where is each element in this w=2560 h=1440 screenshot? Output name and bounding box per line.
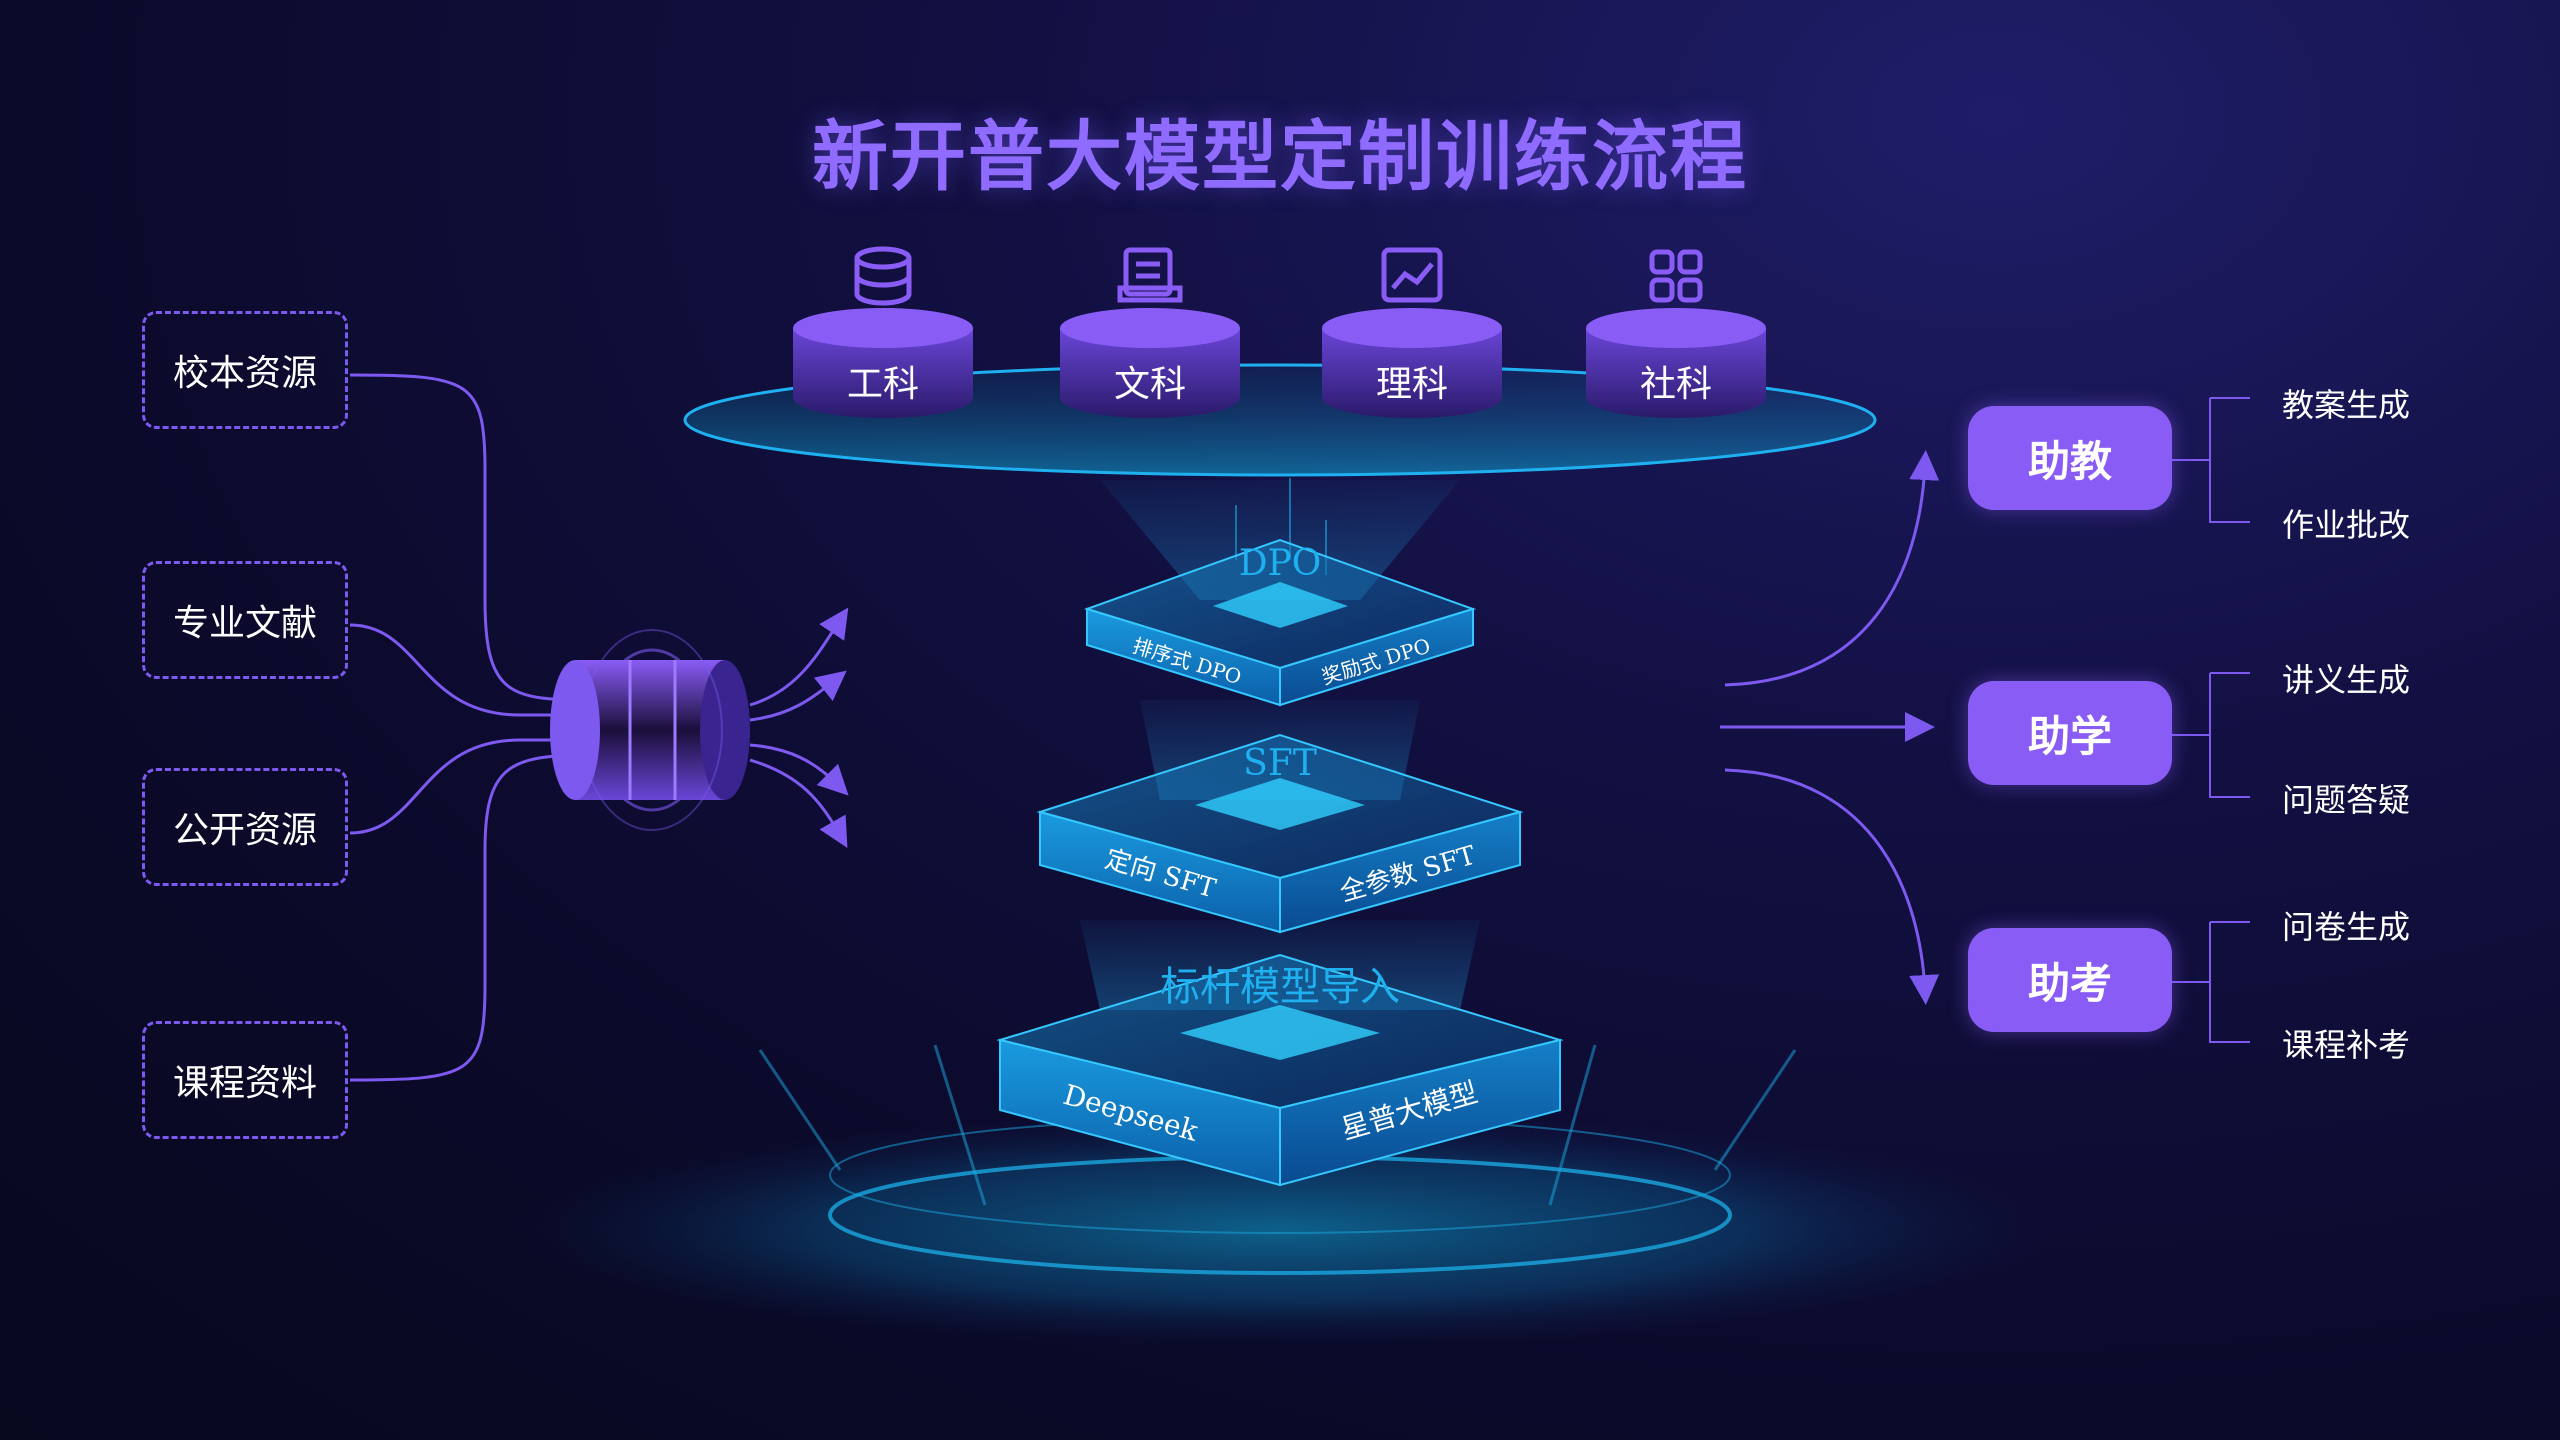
subject-cylinder-1 xyxy=(793,308,973,418)
output-item: 课程补考 xyxy=(2282,1027,2411,1063)
source-label: 专业文献 xyxy=(172,603,317,644)
source-box-public: 公开资源 xyxy=(142,768,348,886)
chart-icon xyxy=(1381,247,1443,303)
source-connector-2 xyxy=(349,623,590,717)
subject-cylinder-3 xyxy=(1322,308,1502,418)
source-box-literature: 专业文献 xyxy=(142,561,348,679)
source-connector-3 xyxy=(349,738,590,835)
light-ray xyxy=(933,1044,987,1206)
bracket-3 xyxy=(2172,921,2250,1043)
grid-icon xyxy=(1649,249,1703,303)
output-item: 问题答疑 xyxy=(2282,782,2411,818)
output-item: 讲义生成 xyxy=(2282,662,2411,698)
source-connector-1 xyxy=(349,373,591,702)
top-platform xyxy=(683,363,1877,477)
data-drum xyxy=(550,629,750,831)
output-exam-assistant: 助考 xyxy=(1968,928,2172,1032)
dpo-tile xyxy=(1083,538,1477,707)
output-learning-assistant: 助学 xyxy=(1968,681,2172,785)
output-item: 问卷生成 xyxy=(2282,909,2411,945)
source-label: 校本资源 xyxy=(172,353,317,394)
light-ray xyxy=(758,1049,842,1171)
output-item: 教案生成 xyxy=(2282,387,2411,423)
dpo-title: DPO xyxy=(1239,543,1322,584)
drum-output-arrow xyxy=(749,607,849,707)
subject-cylinder-2 xyxy=(1060,308,1240,418)
base-title: 标杆模型导入 xyxy=(1160,964,1400,1010)
subject-label-humanities: 文科 xyxy=(1113,364,1186,405)
output-arrow-1 xyxy=(1724,450,1940,687)
page-title: 新开普大模型定制训练流程 xyxy=(812,112,1748,201)
base-platform-glow xyxy=(510,1112,2050,1348)
base-tile xyxy=(996,953,1564,1187)
output-item: 作业批改 xyxy=(2282,507,2411,543)
database-icon xyxy=(854,246,912,306)
source-connector-4 xyxy=(349,753,591,1082)
sft-tile xyxy=(1036,733,1524,934)
output-arrow-3 xyxy=(1724,768,1940,1005)
sft-title: SFT xyxy=(1243,743,1317,784)
drum-output-arrow xyxy=(749,743,849,796)
subject-label-engineering: 工科 xyxy=(846,364,919,405)
drum-output-arrow xyxy=(749,670,847,722)
light-ray xyxy=(1713,1049,1797,1171)
subject-label-science: 理科 xyxy=(1375,364,1448,405)
subject-cylinder-4 xyxy=(1586,308,1766,418)
light-ray xyxy=(1548,1044,1597,1206)
drum-output-arrow xyxy=(749,758,848,849)
bracket-2 xyxy=(2172,672,2250,798)
source-label: 公开资源 xyxy=(172,810,317,851)
source-box-course: 课程资料 xyxy=(142,1021,348,1139)
output-teaching-assistant: 助教 xyxy=(1968,406,2172,510)
bracket-1 xyxy=(2172,397,2250,523)
subject-label-social: 社科 xyxy=(1639,364,1712,405)
source-label: 课程资料 xyxy=(172,1063,317,1104)
document-icon xyxy=(1117,247,1183,303)
source-box-school: 校本资源 xyxy=(142,311,348,429)
